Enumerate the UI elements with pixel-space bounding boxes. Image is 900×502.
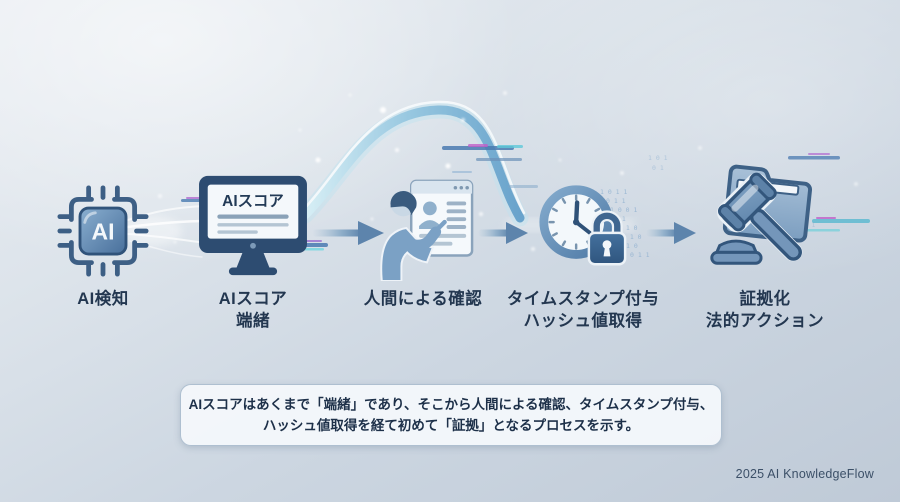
step-label-ai-detection: AI検知 [77,290,129,308]
gavel-shape [717,172,803,262]
ai-chip-icon: AI [57,185,149,282]
summary-note-box: AIスコアはあくまで「端緒」であり、そこから人間による確認、タイムスタンプ付与、… [180,384,722,446]
step-label-ai-score: AIスコア 端緒 [218,290,288,330]
monitor-icon: AIスコア [197,174,309,285]
summary-note-line-1: AIスコアはあくまで「端緒」であり、そこから人間による確認、タイムスタンプ付与、 [188,397,714,412]
step-label-evidence-legal: 証拠化 法的アクション [705,290,825,330]
gavel-folder-icon [698,145,832,284]
monitor-screen-text: AIスコア [222,193,284,210]
step-label-human-review: 人間による確認 [363,290,483,308]
person-review-icon [368,175,478,286]
clock-lock-icon [533,181,633,280]
step-human-review: 人間による確認 [353,150,493,336]
arrow-right-icon [478,219,530,247]
summary-note-line-2: ハッシュ値取得を経て初めて「証拠」となるプロセスを示す。 [262,418,640,433]
step-timestamp-hash: タイムスタンプ付与 ハッシュ値取得 [507,150,659,336]
footer-credit: 2025 AI KnowledgeFlow [735,467,874,481]
arrow-right-icon [646,219,698,247]
arrow-right-icon [312,219,386,247]
step-ai-detection: AI AI検知 [43,150,163,336]
step-evidence-legal: 証拠化 法的アクション [695,150,835,336]
chip-label: AI [92,219,115,245]
gavel-block-shape [710,239,763,265]
step-ai-score: AIスコア AIスコア 端緒 [193,150,313,336]
step-label-timestamp-hash: タイムスタンプ付与 ハッシュ値取得 [506,290,660,330]
